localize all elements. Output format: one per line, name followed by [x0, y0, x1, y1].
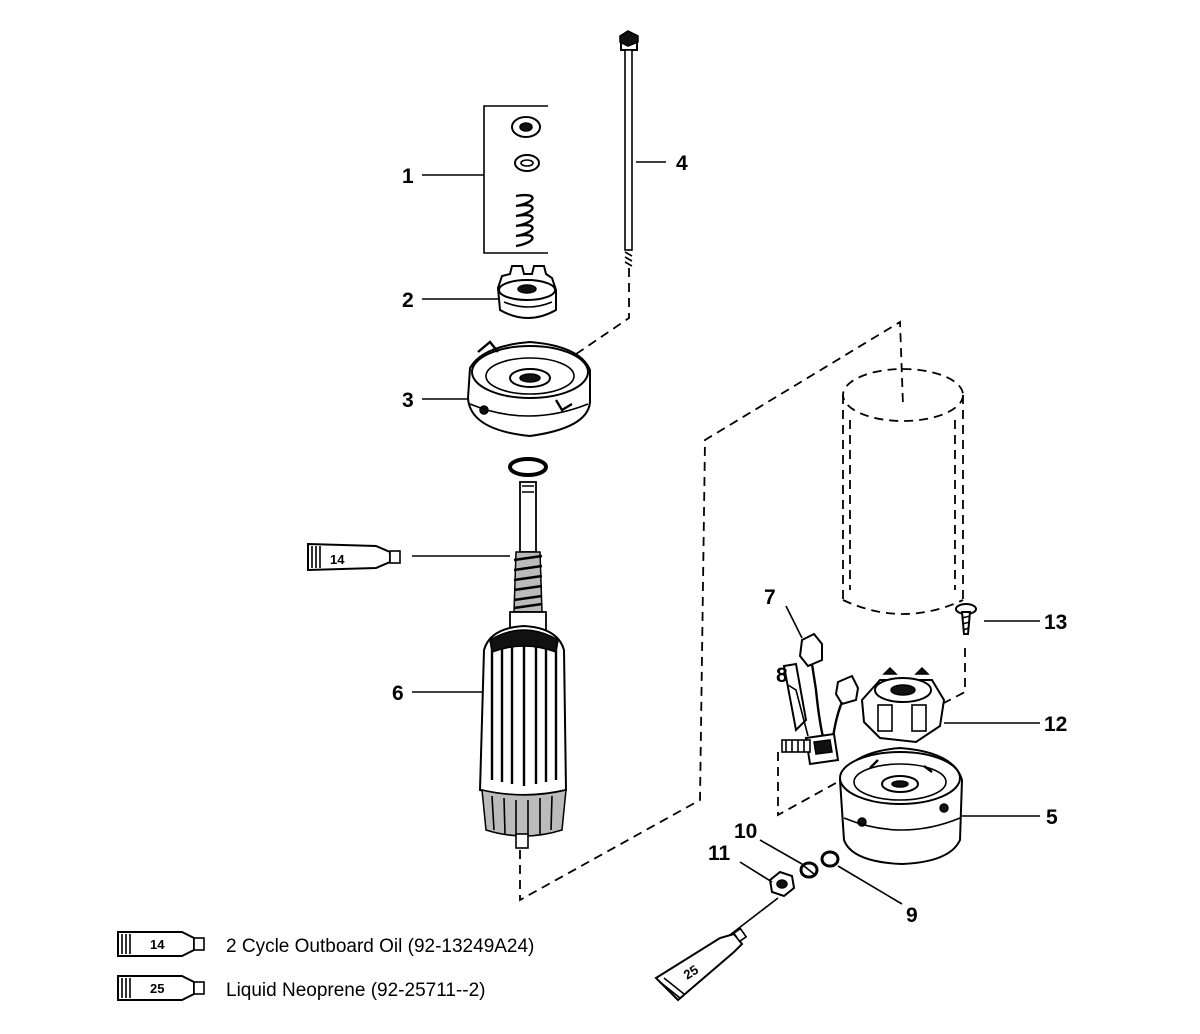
- tube-25-nut-icon: 25: [654, 927, 748, 1002]
- callout-10: 10: [734, 820, 757, 843]
- callout-4: 4: [676, 152, 688, 175]
- legend-item-25: 25 Liquid Neoprene (92-25711--2): [117, 975, 485, 1001]
- assembly-dashed-lines: [519, 268, 966, 902]
- part-9-lockwasher: [820, 850, 840, 868]
- callout-11: 11: [708, 842, 731, 865]
- leader-lines: [412, 161, 1040, 959]
- part-11-nut: [768, 870, 796, 898]
- part-10-washer: [799, 861, 819, 879]
- part-7-brush-lead: [798, 632, 860, 749]
- tube-25-nut-number: 25: [681, 962, 701, 982]
- callout-12: 12: [1044, 713, 1067, 736]
- callout-1: 1: [402, 165, 414, 188]
- tube-14-shaft-icon: 14: [307, 542, 401, 572]
- o-ring: [508, 457, 548, 477]
- frame-housing-phantom: [842, 368, 964, 615]
- legend-item-14: 14 2 Cycle Outboard Oil (92-13249A24): [117, 931, 534, 957]
- part-5-commutator-end-cap: [838, 746, 964, 866]
- part-3-drive-end-cap: [466, 340, 591, 438]
- part-4-through-bolt: [619, 30, 639, 267]
- part-12-brush-holder: [860, 666, 946, 744]
- legend: 14 2 Cycle Outboard Oil (92-13249A24) 25…: [117, 931, 534, 1001]
- legend-tube-14-number: 14: [150, 937, 165, 952]
- callout-numbers: 1 2 3 4 5 6 7 8 9 10 11 12 13: [392, 152, 1067, 927]
- callout-5: 5: [1046, 806, 1058, 829]
- legend-tube-25-number: 25: [150, 981, 164, 996]
- callout-3: 3: [402, 389, 414, 412]
- part-1-hardware-kit: [483, 105, 548, 254]
- part-6-armature: [478, 481, 568, 849]
- part-2-pinion-gear: [496, 265, 557, 319]
- callout-8: 8: [776, 664, 788, 687]
- legend-text-14: 2 Cycle Outboard Oil (92-13249A24): [226, 936, 534, 957]
- spring-icon: [515, 193, 534, 248]
- callout-9: 9: [906, 904, 918, 927]
- callout-2: 2: [402, 289, 414, 312]
- tube-14-shaft-number: 14: [330, 552, 345, 567]
- part-13-screw: [955, 603, 977, 635]
- part-8-terminal-stud: [781, 662, 840, 766]
- legend-text-25: Liquid Neoprene (92-25711--2): [226, 980, 485, 1001]
- callout-13: 13: [1044, 611, 1067, 634]
- callout-7: 7: [764, 586, 776, 609]
- callout-6: 6: [392, 682, 404, 705]
